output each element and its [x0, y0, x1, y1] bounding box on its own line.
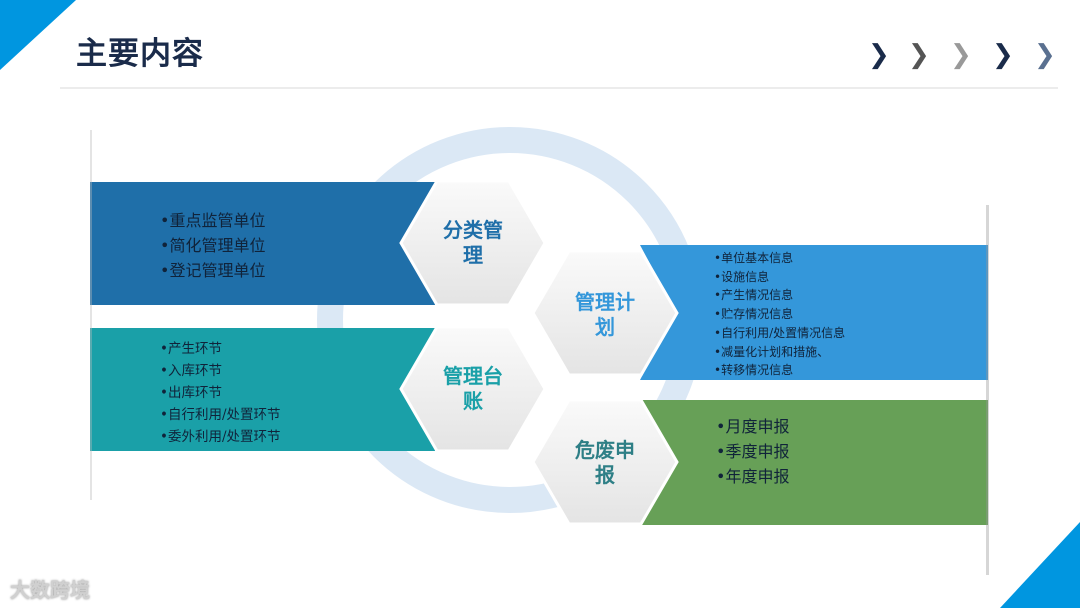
list-declaration: •月度申报 •季度申报 •年度申报	[716, 414, 789, 489]
list-item: •自行利用/处置环节	[160, 407, 281, 423]
list-classification: •重点监管单位 •简化管理单位 •登记管理单位	[160, 208, 265, 283]
list-item: •贮存情况信息	[714, 307, 794, 322]
corner-triangle-bottom	[1000, 522, 1080, 608]
watermark-logo: 大数跨境	[10, 578, 90, 602]
band-2	[90, 328, 435, 451]
svg-text:❯: ❯	[950, 40, 972, 70]
band-3	[640, 245, 988, 380]
hex-label-declaration: 危废申报	[575, 438, 635, 487]
list-plan: •单位基本信息 •设施信息 •产生情况信息 •贮存情况信息 •自行利用/处置情况…	[714, 249, 845, 380]
list-item: •重点监管单位	[160, 211, 266, 230]
list-item: •年度申报	[716, 467, 790, 486]
svg-text:❯: ❯	[1034, 40, 1056, 70]
list-item: •月度申报	[716, 417, 790, 436]
svg-text:❯: ❯	[868, 40, 890, 70]
list-item: •入库环节	[160, 363, 222, 379]
list-item: •单位基本信息	[714, 251, 794, 265]
list-item: •简化管理单位	[160, 236, 266, 255]
list-item: •登记管理单位	[160, 261, 266, 280]
svg-text:❯: ❯	[908, 40, 930, 70]
list-item: •设施信息	[714, 269, 770, 284]
band-1	[90, 182, 435, 305]
list-item: •季度申报	[716, 442, 790, 461]
hexagon-1	[399, 325, 547, 453]
list-item: •产生情况信息	[714, 288, 794, 303]
list-item: •产生环节	[160, 341, 222, 357]
list-item: •委外利用/处置环节	[160, 429, 281, 445]
hex-label-classification: 分类管理	[443, 218, 503, 267]
list-item: •出库环节	[160, 385, 222, 401]
list-item: •自行利用/处置情况信息	[714, 325, 846, 340]
hexagon-3	[531, 398, 679, 526]
list-item: •转移情况信息	[714, 363, 794, 378]
hexagon-0	[399, 179, 547, 307]
chevron-icons: ❯ ❯ ❯ ❯ ❯	[868, 40, 1056, 70]
hex-label-ledger: 管理台账	[443, 364, 503, 413]
list-ledger: •产生环节 •入库环节 •出库环节 •自行利用/处置环节 •委外利用/处置环节	[160, 338, 281, 448]
corner-triangle-top	[0, 0, 76, 70]
hexagon-2	[531, 249, 679, 377]
hex-label-plan: 管理计划	[575, 290, 635, 339]
page-title: 主要内容	[76, 36, 204, 72]
list-item: •减量化计划和措施、	[714, 344, 830, 359]
svg-text:❯: ❯	[992, 40, 1014, 70]
band-4	[640, 400, 988, 525]
